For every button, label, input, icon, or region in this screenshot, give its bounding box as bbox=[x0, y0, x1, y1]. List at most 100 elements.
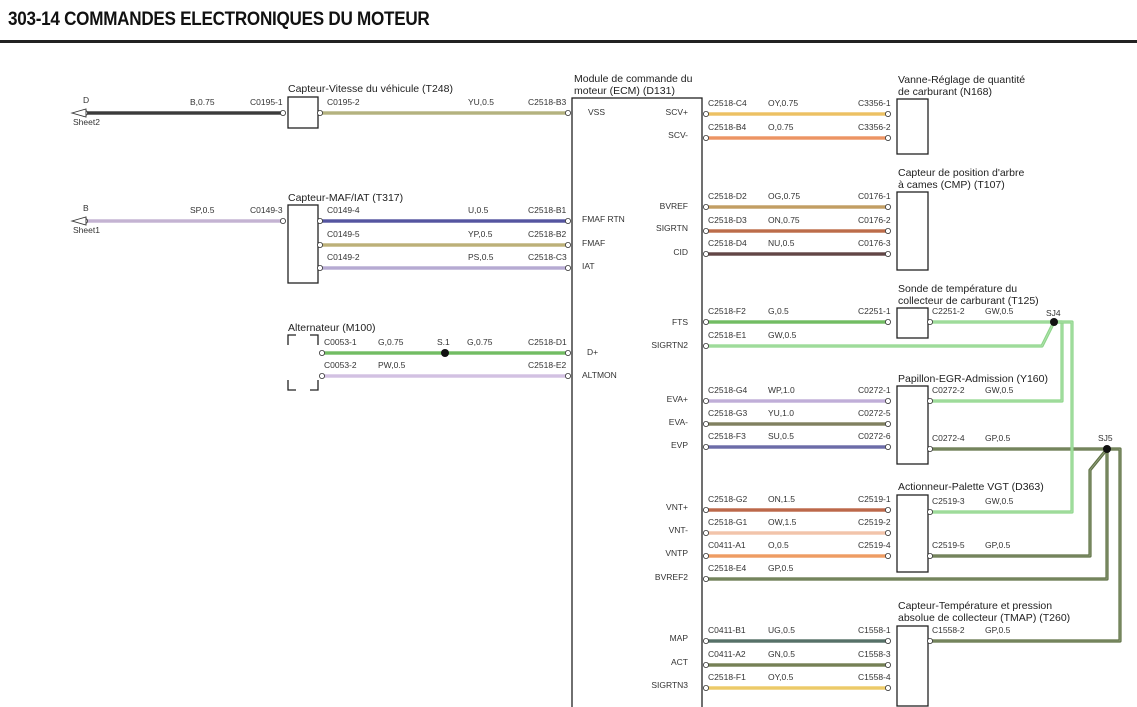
wire-label: C2518-F2 bbox=[708, 306, 746, 316]
wire-label: SP,0.5 bbox=[190, 205, 215, 215]
wire-label: ON,0.75 bbox=[768, 215, 800, 225]
wire-highlight bbox=[930, 448, 1121, 642]
wire-label: C0195-1 bbox=[250, 97, 283, 107]
connector-pin-icon bbox=[927, 638, 934, 645]
wire bbox=[316, 264, 572, 271]
connector-pin-icon bbox=[565, 349, 572, 356]
wire-line bbox=[930, 447, 1109, 558]
wire-label: SU,0.5 bbox=[768, 431, 794, 441]
wire-label: C2518-D1 bbox=[528, 337, 567, 347]
connector-pin-icon bbox=[279, 110, 286, 117]
wire-label: C0176-2 bbox=[858, 215, 891, 225]
component-box bbox=[287, 96, 319, 129]
ecm-pin-label: SIGRTN3 bbox=[651, 680, 688, 690]
wire-label: OW,1.5 bbox=[768, 517, 797, 527]
wire-highlight bbox=[706, 449, 1108, 580]
ecm-pin-label: CID bbox=[673, 247, 688, 257]
wire-label: C1558-1 bbox=[858, 625, 891, 635]
wire-label: GP,0.5 bbox=[768, 563, 794, 573]
wire bbox=[703, 506, 892, 513]
wire-label: G,0.75 bbox=[467, 337, 493, 347]
wire-label: C2518-D4 bbox=[708, 238, 747, 248]
wire bbox=[316, 217, 572, 224]
wire-label: C0149-5 bbox=[327, 229, 360, 239]
wire-label: C0272-6 bbox=[858, 431, 891, 441]
splice-sj1-dot bbox=[441, 349, 449, 357]
sheet-ref-name: Sheet1 bbox=[73, 225, 100, 235]
wire-highlight bbox=[706, 321, 1055, 347]
wire bbox=[703, 321, 1056, 349]
sheet-arrow-icon bbox=[70, 108, 87, 118]
component-box bbox=[896, 625, 929, 707]
wire-label: C2518-D2 bbox=[708, 191, 747, 201]
connector-pin-icon bbox=[885, 443, 892, 450]
connector-pin-icon bbox=[703, 397, 710, 404]
connector-pin-icon bbox=[885, 203, 892, 210]
wire bbox=[927, 445, 1107, 452]
wire-label: C2519-4 bbox=[858, 540, 891, 550]
wire-label: PS,0.5 bbox=[468, 252, 494, 262]
wire-label: B,0.75 bbox=[190, 97, 215, 107]
ecm-pin-label: SCV+ bbox=[666, 107, 688, 117]
connector-pin-icon bbox=[703, 443, 710, 450]
connector-pin-icon bbox=[703, 662, 710, 669]
connector-pin-icon bbox=[703, 506, 710, 513]
ecm-pin-label: FTS bbox=[672, 317, 688, 327]
wire-label: C2518-B1 bbox=[528, 205, 567, 215]
connector-pin-icon bbox=[885, 420, 892, 427]
splice-label: SJ5 bbox=[1098, 433, 1113, 443]
ecm-pin-label: VSS bbox=[588, 107, 605, 117]
ecm-pin-label: FMAF bbox=[582, 238, 605, 248]
ecm-pin-label: VNT- bbox=[669, 525, 689, 535]
wire bbox=[927, 318, 1054, 325]
connector-pin-icon bbox=[565, 217, 572, 224]
connector-pin-icon bbox=[885, 662, 892, 669]
connector-pin-icon bbox=[885, 553, 892, 560]
wire-label: C2251-2 bbox=[932, 306, 965, 316]
wire-label: C0411-A2 bbox=[708, 649, 746, 659]
wire-label: C2519-5 bbox=[932, 540, 965, 550]
wire-label: OY,0.5 bbox=[768, 672, 794, 682]
connector-pin-icon bbox=[703, 111, 710, 118]
ecm-pin-label: BVREF bbox=[660, 201, 688, 211]
wire-label: C0272-1 bbox=[858, 385, 891, 395]
connector-pin-icon bbox=[927, 397, 934, 404]
wire-label: C0176-3 bbox=[858, 238, 891, 248]
connector-pin-icon bbox=[885, 506, 892, 513]
ecm-pin-label: MAP bbox=[670, 633, 689, 643]
ecm-box bbox=[571, 97, 703, 707]
wire-label: C0053-1 bbox=[324, 337, 357, 347]
wire bbox=[318, 372, 572, 379]
box-corner bbox=[287, 380, 296, 391]
wire-label: UG,0.5 bbox=[768, 625, 795, 635]
sheet-arrow-icon bbox=[70, 216, 87, 226]
wire-label: C0149-4 bbox=[327, 205, 360, 215]
ecm-pin-label: D+ bbox=[587, 347, 598, 357]
wire-label: C2518-B4 bbox=[708, 122, 747, 132]
component-box bbox=[896, 307, 929, 339]
connector-pin-icon bbox=[885, 134, 892, 141]
component-title: Vanne-Réglage de quantité bbox=[898, 74, 1025, 86]
wire bbox=[927, 320, 1074, 515]
component-title: Sonde de température du bbox=[898, 283, 1017, 295]
connector-pin-icon bbox=[703, 553, 710, 560]
wire-label: C0272-2 bbox=[932, 385, 965, 395]
wire-label: O,0.5 bbox=[768, 540, 789, 550]
wire-line bbox=[930, 447, 1122, 643]
wire-label: U,0.5 bbox=[468, 205, 489, 215]
box-corner bbox=[310, 380, 319, 391]
connector-pin-icon bbox=[927, 508, 934, 515]
wire bbox=[703, 134, 892, 141]
connector-pin-icon bbox=[703, 227, 710, 234]
wire bbox=[316, 241, 572, 248]
connector-pin-icon bbox=[316, 241, 323, 248]
connector-pin-icon bbox=[927, 553, 934, 560]
component-title: Capteur-Température et pression bbox=[898, 600, 1052, 612]
ecm-pin-label: VNT+ bbox=[666, 502, 688, 512]
wire-line bbox=[930, 320, 1074, 514]
wire-label: C2518-E1 bbox=[708, 330, 747, 340]
wire bbox=[316, 110, 572, 117]
ecm-pin-label: BVREF2 bbox=[655, 572, 688, 582]
connector-pin-icon bbox=[318, 349, 325, 356]
